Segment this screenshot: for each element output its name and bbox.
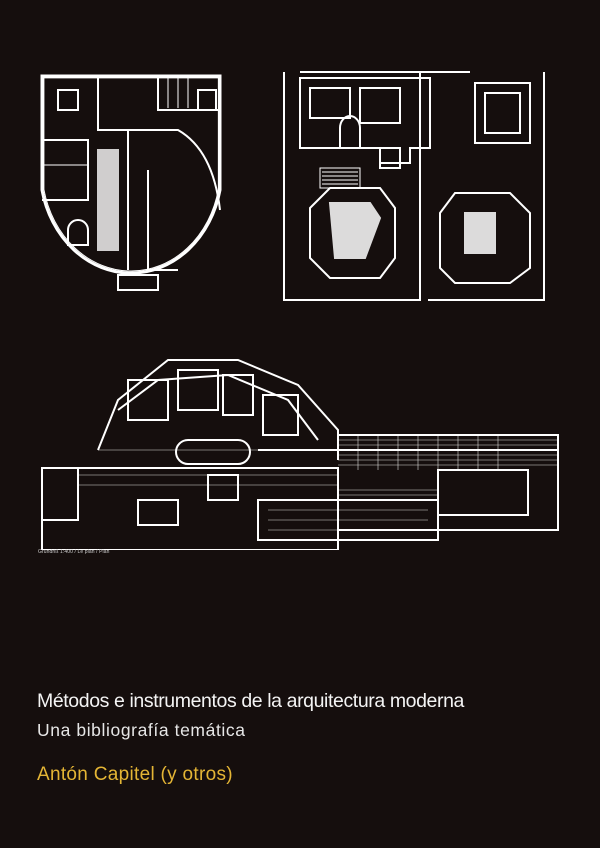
book-subtitle: Una bibliografía temática bbox=[37, 720, 246, 740]
floor-plan-large bbox=[41, 359, 559, 550]
plan-caption: Grundriß 1:400 / Le plan / Plan bbox=[38, 549, 110, 555]
floor-plan-complex bbox=[283, 71, 545, 301]
book-title: Métodos e instrumentos de la arquitectur… bbox=[37, 690, 464, 712]
book-author: Antón Capitel (y otros) bbox=[37, 764, 233, 785]
floor-plan-villa bbox=[40, 74, 222, 291]
